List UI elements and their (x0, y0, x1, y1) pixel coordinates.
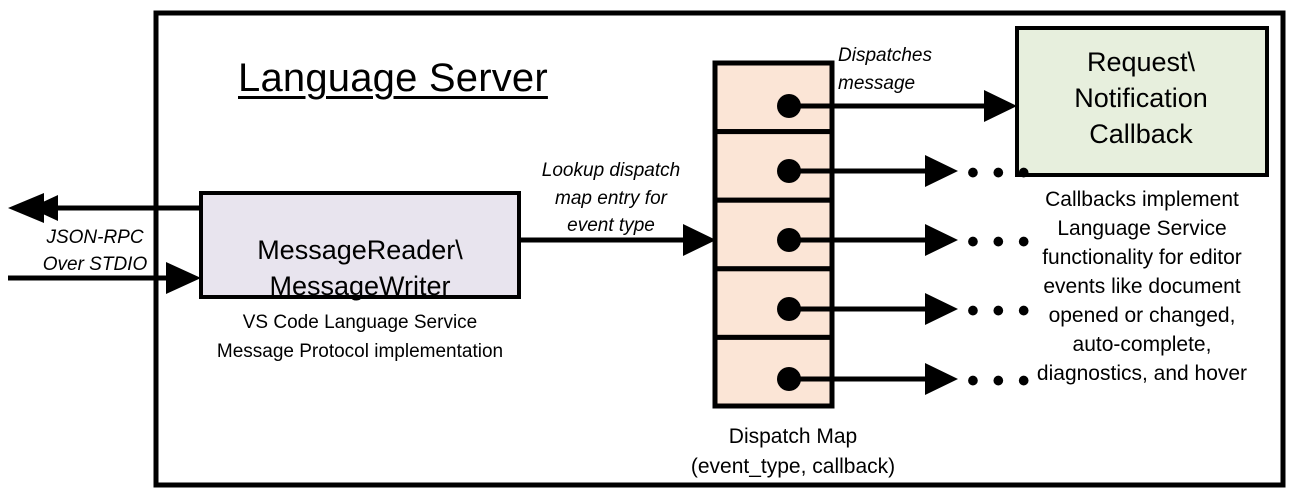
callback-dot-icon (777, 94, 801, 118)
dispatch-row-3-edge (777, 224, 958, 256)
dispatch-row-2-edge (777, 155, 958, 187)
jsonrpc-channel-label: JSON-RPC Over STDIO (42, 227, 148, 275)
row-5-ellipsis-icon: • • • (967, 362, 1032, 400)
message-reader-writer-caption: VS Code Language Service Message Protoco… (216, 312, 504, 362)
callback-description-caption: Callbacks implement Language Service fun… (1036, 188, 1248, 385)
page-title: Language Server (238, 56, 548, 100)
dispatch-row-5-edge (777, 363, 958, 395)
row-4-ellipsis-icon: • • • (967, 292, 1032, 330)
callback-dot-icon (777, 228, 801, 252)
callback-dot-icon (777, 297, 801, 321)
request-notification-callback-box[interactable] (1015, 26, 1269, 177)
jsonrpc-inbound-arrow (8, 262, 201, 294)
lookup-dispatch-edge-label: Lookup dispatch map entry for event type (541, 160, 681, 237)
dispatch-map-row[interactable] (712, 334, 835, 409)
message-reader-writer-box[interactable] (199, 191, 521, 299)
request-notification-callback-label: Request\ Notification Callback (1074, 47, 1208, 150)
dispatch-map-row[interactable] (712, 266, 835, 340)
jsonrpc-outbound-arrow (8, 193, 201, 223)
callback-dot-icon (777, 159, 801, 183)
dispatch-map-row[interactable] (712, 197, 835, 272)
dispatch-map-table[interactable] (712, 60, 835, 409)
row-2-ellipsis-icon: • • • (967, 154, 1032, 192)
dispatch-row-4-edge (777, 293, 958, 325)
dispatch-map-row[interactable] (712, 60, 835, 135)
lookup-dispatch-edge (519, 224, 716, 256)
dispatch-map-row[interactable] (712, 129, 835, 203)
language-server-container (153, 10, 1286, 488)
message-reader-writer-label: MessageReader\ MessageWriter (257, 235, 463, 302)
dispatches-message-edge-label: Dispatches message (838, 45, 932, 94)
dispatch-map-caption: Dispatch Map (event_type, callback) (690, 425, 896, 479)
dispatch-row-1-edge (777, 90, 1017, 122)
callback-dot-icon (777, 367, 801, 391)
row-3-ellipsis-icon: • • • (967, 223, 1032, 261)
